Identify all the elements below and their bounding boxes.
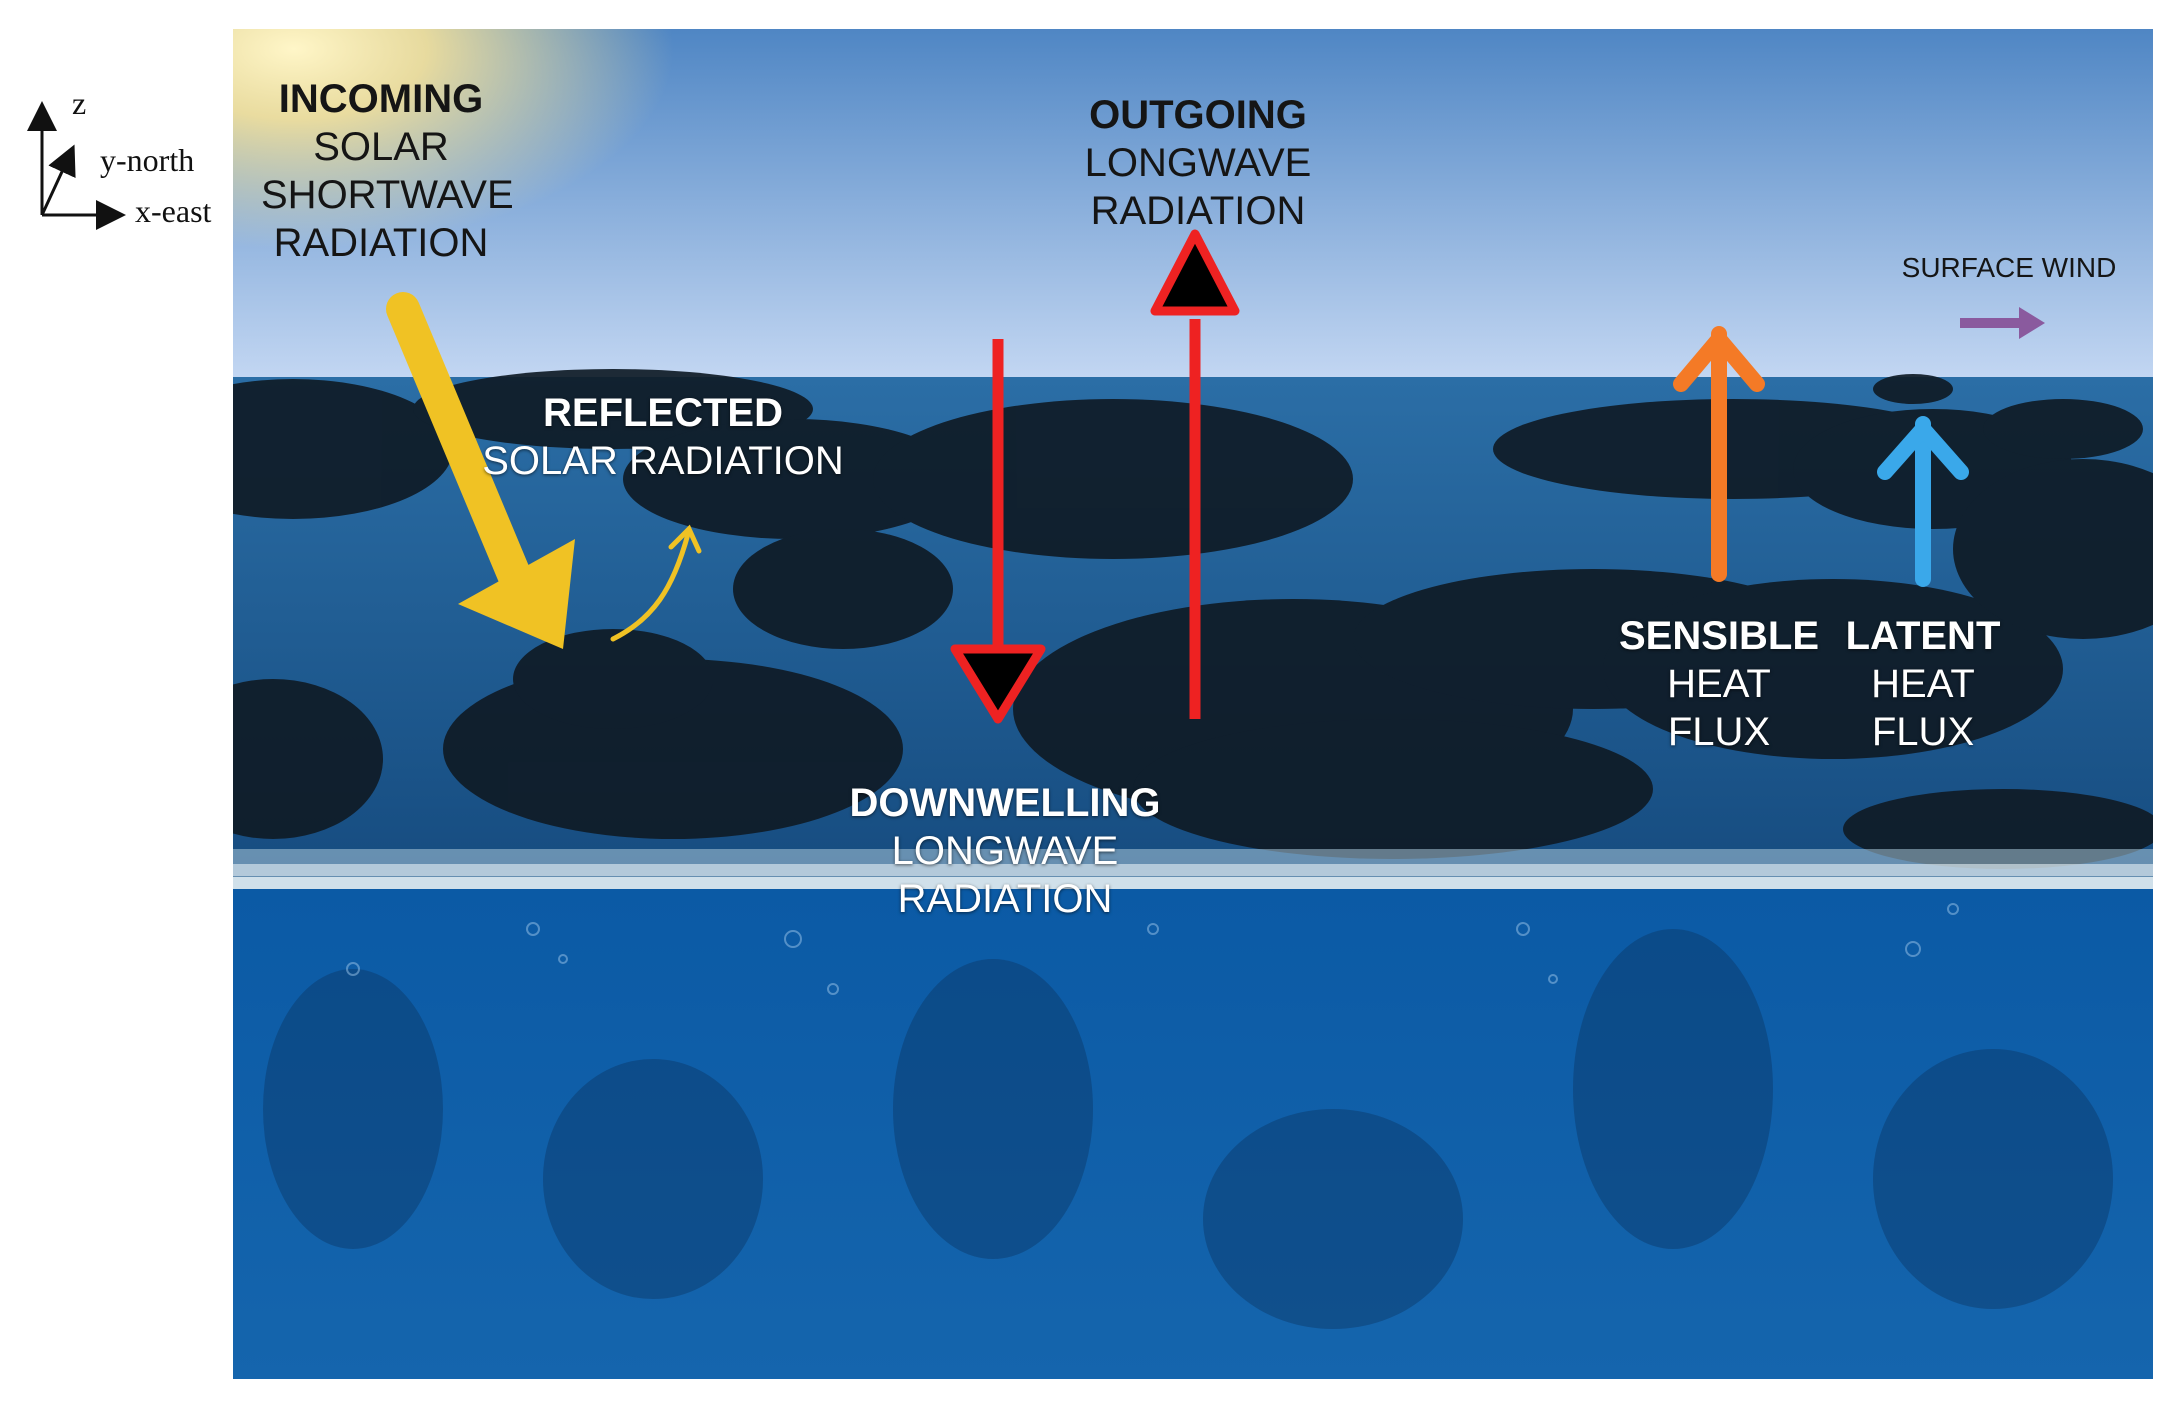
downwelling-longwave-arrow: [950, 339, 1046, 724]
ocean-scene: INCOMING SOLAR SHORTWAVE RADIATION OUTGO…: [233, 29, 2153, 1379]
incoming-line-1: SOLAR: [313, 125, 449, 169]
y-axis-label: y-north: [100, 142, 195, 178]
foam-highlight: [233, 864, 2153, 876]
latent-line-2: FLUX: [1871, 710, 1975, 754]
reflected-line-1: SOLAR RADIATION: [482, 439, 844, 483]
reflected-title: REFLECTED: [543, 391, 783, 435]
sensible-title: SENSIBLE: [1619, 614, 1820, 658]
outgoing-longwave-label: OUTGOING LONGWAVE RADIATION: [988, 91, 1408, 235]
incoming-line-2: SHORTWAVE: [261, 173, 514, 217]
incoming-solar-label: INCOMING SOLAR SHORTWAVE RADIATION: [261, 75, 514, 267]
downwelling-title: DOWNWELLING: [849, 781, 1161, 825]
incoming-title: INCOMING: [278, 77, 484, 121]
sensible-line-1: HEAT: [1667, 662, 1771, 706]
incoming-solar-arrow: [386, 292, 575, 649]
latent-line-1: HEAT: [1871, 662, 1975, 706]
scene-illustration: [233, 29, 2153, 1379]
x-axis-label: x-east: [135, 193, 212, 229]
deep-water-smoke: [263, 929, 2113, 1329]
downwelling-line-1: LONGWAVE: [891, 829, 1119, 873]
outgoing-longwave-arrow: [1150, 229, 1240, 719]
downwelling-line-2: RADIATION: [897, 877, 1113, 921]
coordinate-axes: z y-north x-east: [20, 85, 235, 245]
latent-title: LATENT: [1845, 614, 2001, 658]
surface-wind-arrow: [1960, 307, 2045, 339]
y-axis-arrow: [40, 144, 76, 216]
sensible-line-2: FLUX: [1667, 710, 1771, 754]
outgoing-title: OUTGOING: [1089, 93, 1307, 137]
outgoing-line-1: LONGWAVE RADIATION: [1084, 141, 1312, 233]
sensible-heat-label: SENSIBLE HEAT FLUX: [1619, 612, 1819, 756]
reflected-solar-label: REFLECTED SOLAR RADIATION: [473, 389, 853, 485]
axes-drawing: [27, 101, 126, 230]
reflected-solar-arrow: [610, 524, 702, 642]
z-axis-label: z: [72, 85, 87, 121]
sensible-heat-arrow: [1673, 326, 1765, 582]
latent-heat-label: LATENT HEAT FLUX: [1828, 612, 2018, 756]
latent-heat-arrow: [1877, 416, 1969, 587]
downwelling-longwave-label: DOWNWELLING LONGWAVE RADIATION: [845, 779, 1165, 923]
incoming-line-3: RADIATION: [273, 221, 489, 265]
surface-wind-label: SURFACE WIND: [1901, 252, 2117, 283]
sun-glow: [233, 29, 993, 429]
deep-water: [233, 889, 2153, 1379]
bubbles: [346, 903, 1959, 995]
